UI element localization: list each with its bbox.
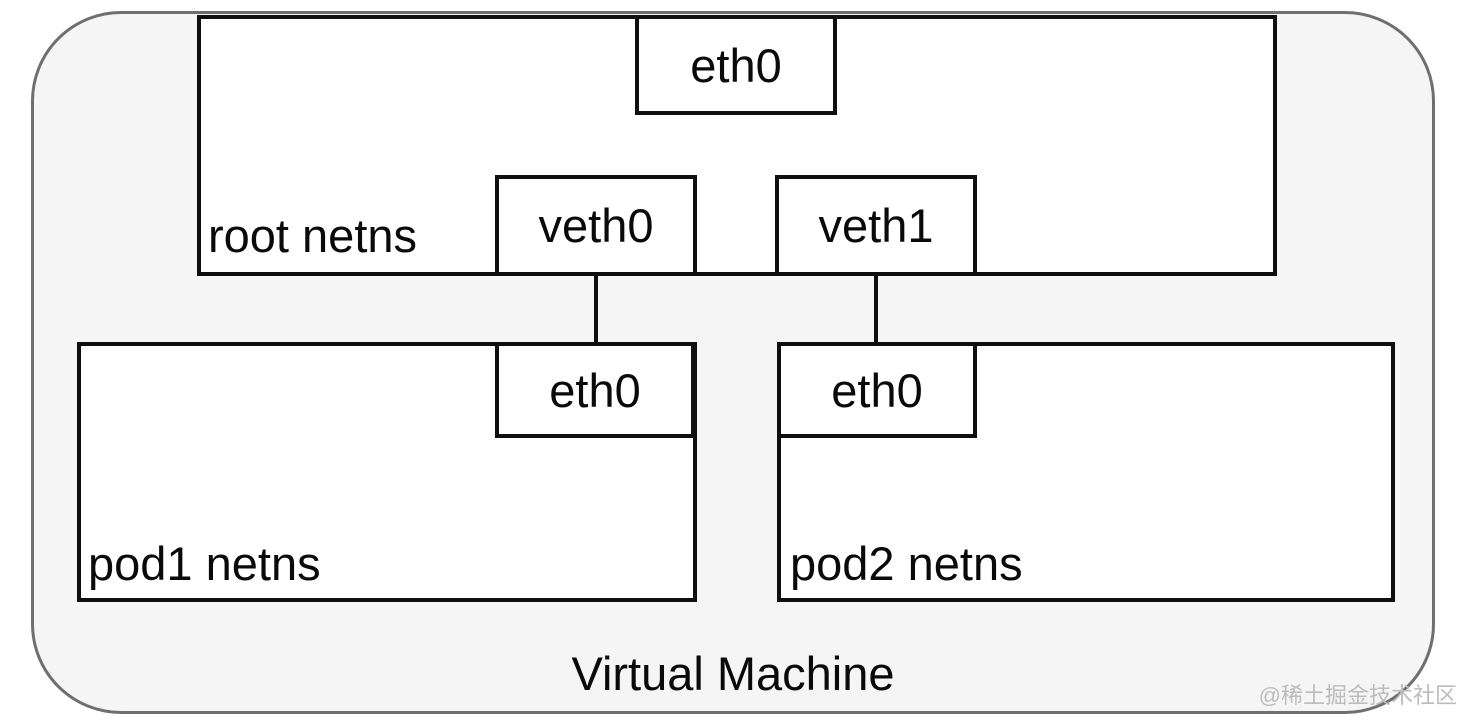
virtual-machine-title: Virtual Machine [571,647,895,700]
watermark-text: @稀土掘金技术社区 [1258,683,1457,708]
connector-veth1-pod2-eth0 [874,274,878,346]
pod2-netns-label: pod2 netns [790,537,1023,590]
pod2-eth0-box: eth0 [777,342,977,438]
veth0-label: veth0 [538,199,654,252]
veth1-box: veth1 [775,175,977,276]
veth0-box: veth0 [495,175,697,276]
root-netns-label: root netns [208,209,418,262]
root-eth0-box: eth0 [635,15,837,115]
root-eth0-label: eth0 [690,38,782,92]
pod1-eth0-box: eth0 [495,342,695,438]
pod2-eth0-label: eth0 [831,363,923,417]
pod1-eth0-label: eth0 [549,363,641,417]
connector-veth0-pod1-eth0 [594,274,598,346]
veth1-label: veth1 [818,199,934,252]
pod1-netns-label: pod1 netns [88,537,321,590]
